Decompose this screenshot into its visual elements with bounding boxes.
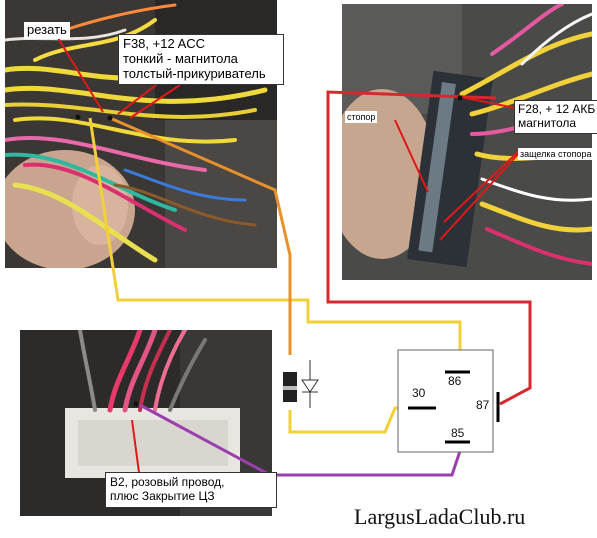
relay-pin-85: 85 (451, 426, 465, 440)
label-f38-line3: толстый-прикуриватель (123, 65, 266, 81)
relay-box (397, 349, 500, 453)
label-f38-line2: тонкий - магнитола (123, 50, 238, 66)
arrows-photo2 (394, 95, 521, 241)
wire-red-battery (326, 90, 532, 406)
label-f28-line2: магнитола (518, 115, 577, 130)
diode-symbol (283, 360, 319, 408)
relay-pin-30: 30 (412, 386, 426, 400)
wire-yellow-acc (88, 117, 462, 366)
label-stopper-latch: защелка стопора (518, 148, 594, 161)
label-f38-line1: F38, +12 ACC (123, 36, 206, 51)
label-cut: резать (24, 22, 70, 39)
relay-pin-87: 87 (476, 398, 490, 412)
relay-pin-86: 86 (448, 374, 462, 388)
wire-yellow-pin30 (288, 406, 410, 434)
label-b2-line1: B2, розовый провод, (110, 475, 225, 489)
label-stopper: стопор (345, 111, 378, 124)
label-f28-line1: F28, + 12 АКБ (518, 102, 596, 116)
wire-orange-acc (109, 116, 292, 355)
label-b2: B2, розовый провод, плюс Закрытие ЦЗ (105, 472, 277, 508)
label-f38: F38, +12 ACC тонкий - магнитола толстый-… (118, 34, 284, 85)
arrow-photo3 (131, 419, 141, 481)
label-b2-line2: плюс Закрытие ЦЗ (110, 488, 215, 503)
arrows-photo1 (57, 37, 181, 119)
watermark-site: LargusLadaClub.ru (354, 504, 526, 529)
label-f28: F28, + 12 АКБ магнитола (514, 100, 597, 134)
wire-purple-lock (139, 403, 464, 477)
